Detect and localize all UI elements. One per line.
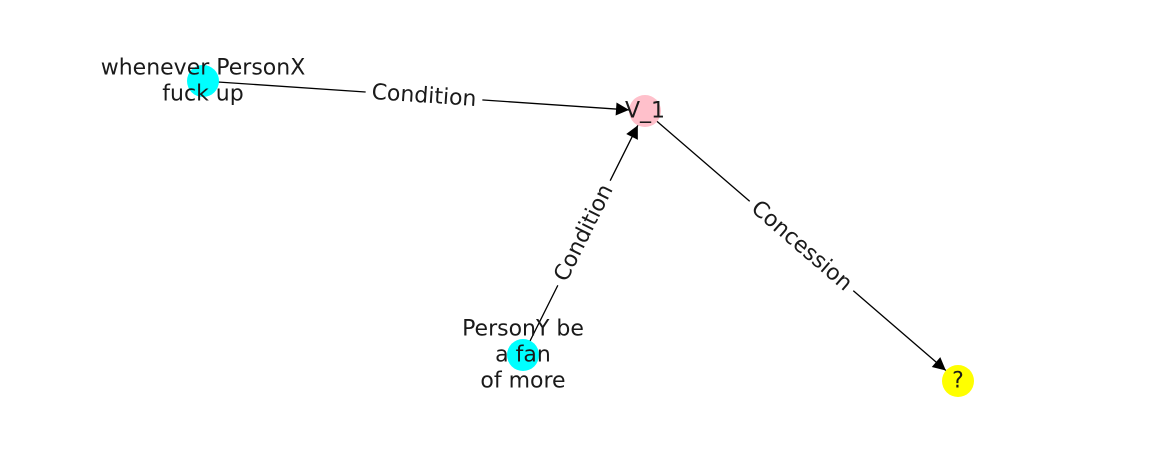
node-label-line: a fan [495, 343, 551, 368]
node-label-line: whenever PersonX [101, 56, 306, 81]
edge-label-group: Concession [740, 190, 863, 302]
edge-label-background [740, 190, 863, 302]
node-circle-n1 [187, 65, 219, 97]
edge-label-background [544, 174, 624, 292]
edge-label: Condition [549, 180, 618, 285]
node-label-line: fuck up [162, 82, 243, 107]
node-label-n4: ? [952, 369, 964, 394]
node-label-n2: V_1 [625, 99, 665, 124]
node-label-line: PersonY be [462, 317, 584, 342]
edge-label-group: Condition [364, 77, 484, 115]
node-label-line: ? [952, 369, 964, 394]
node-circle-n2 [629, 95, 661, 127]
node-label-line: V_1 [625, 99, 665, 124]
edge-label-group: Condition [544, 174, 624, 292]
node-circle-n4 [942, 365, 974, 397]
nodes-layer [187, 65, 974, 397]
edge-label-background [364, 77, 484, 115]
edge-label: Concession [746, 196, 857, 296]
node-circle-n3 [507, 339, 539, 371]
node-label-line: of more [480, 369, 565, 394]
